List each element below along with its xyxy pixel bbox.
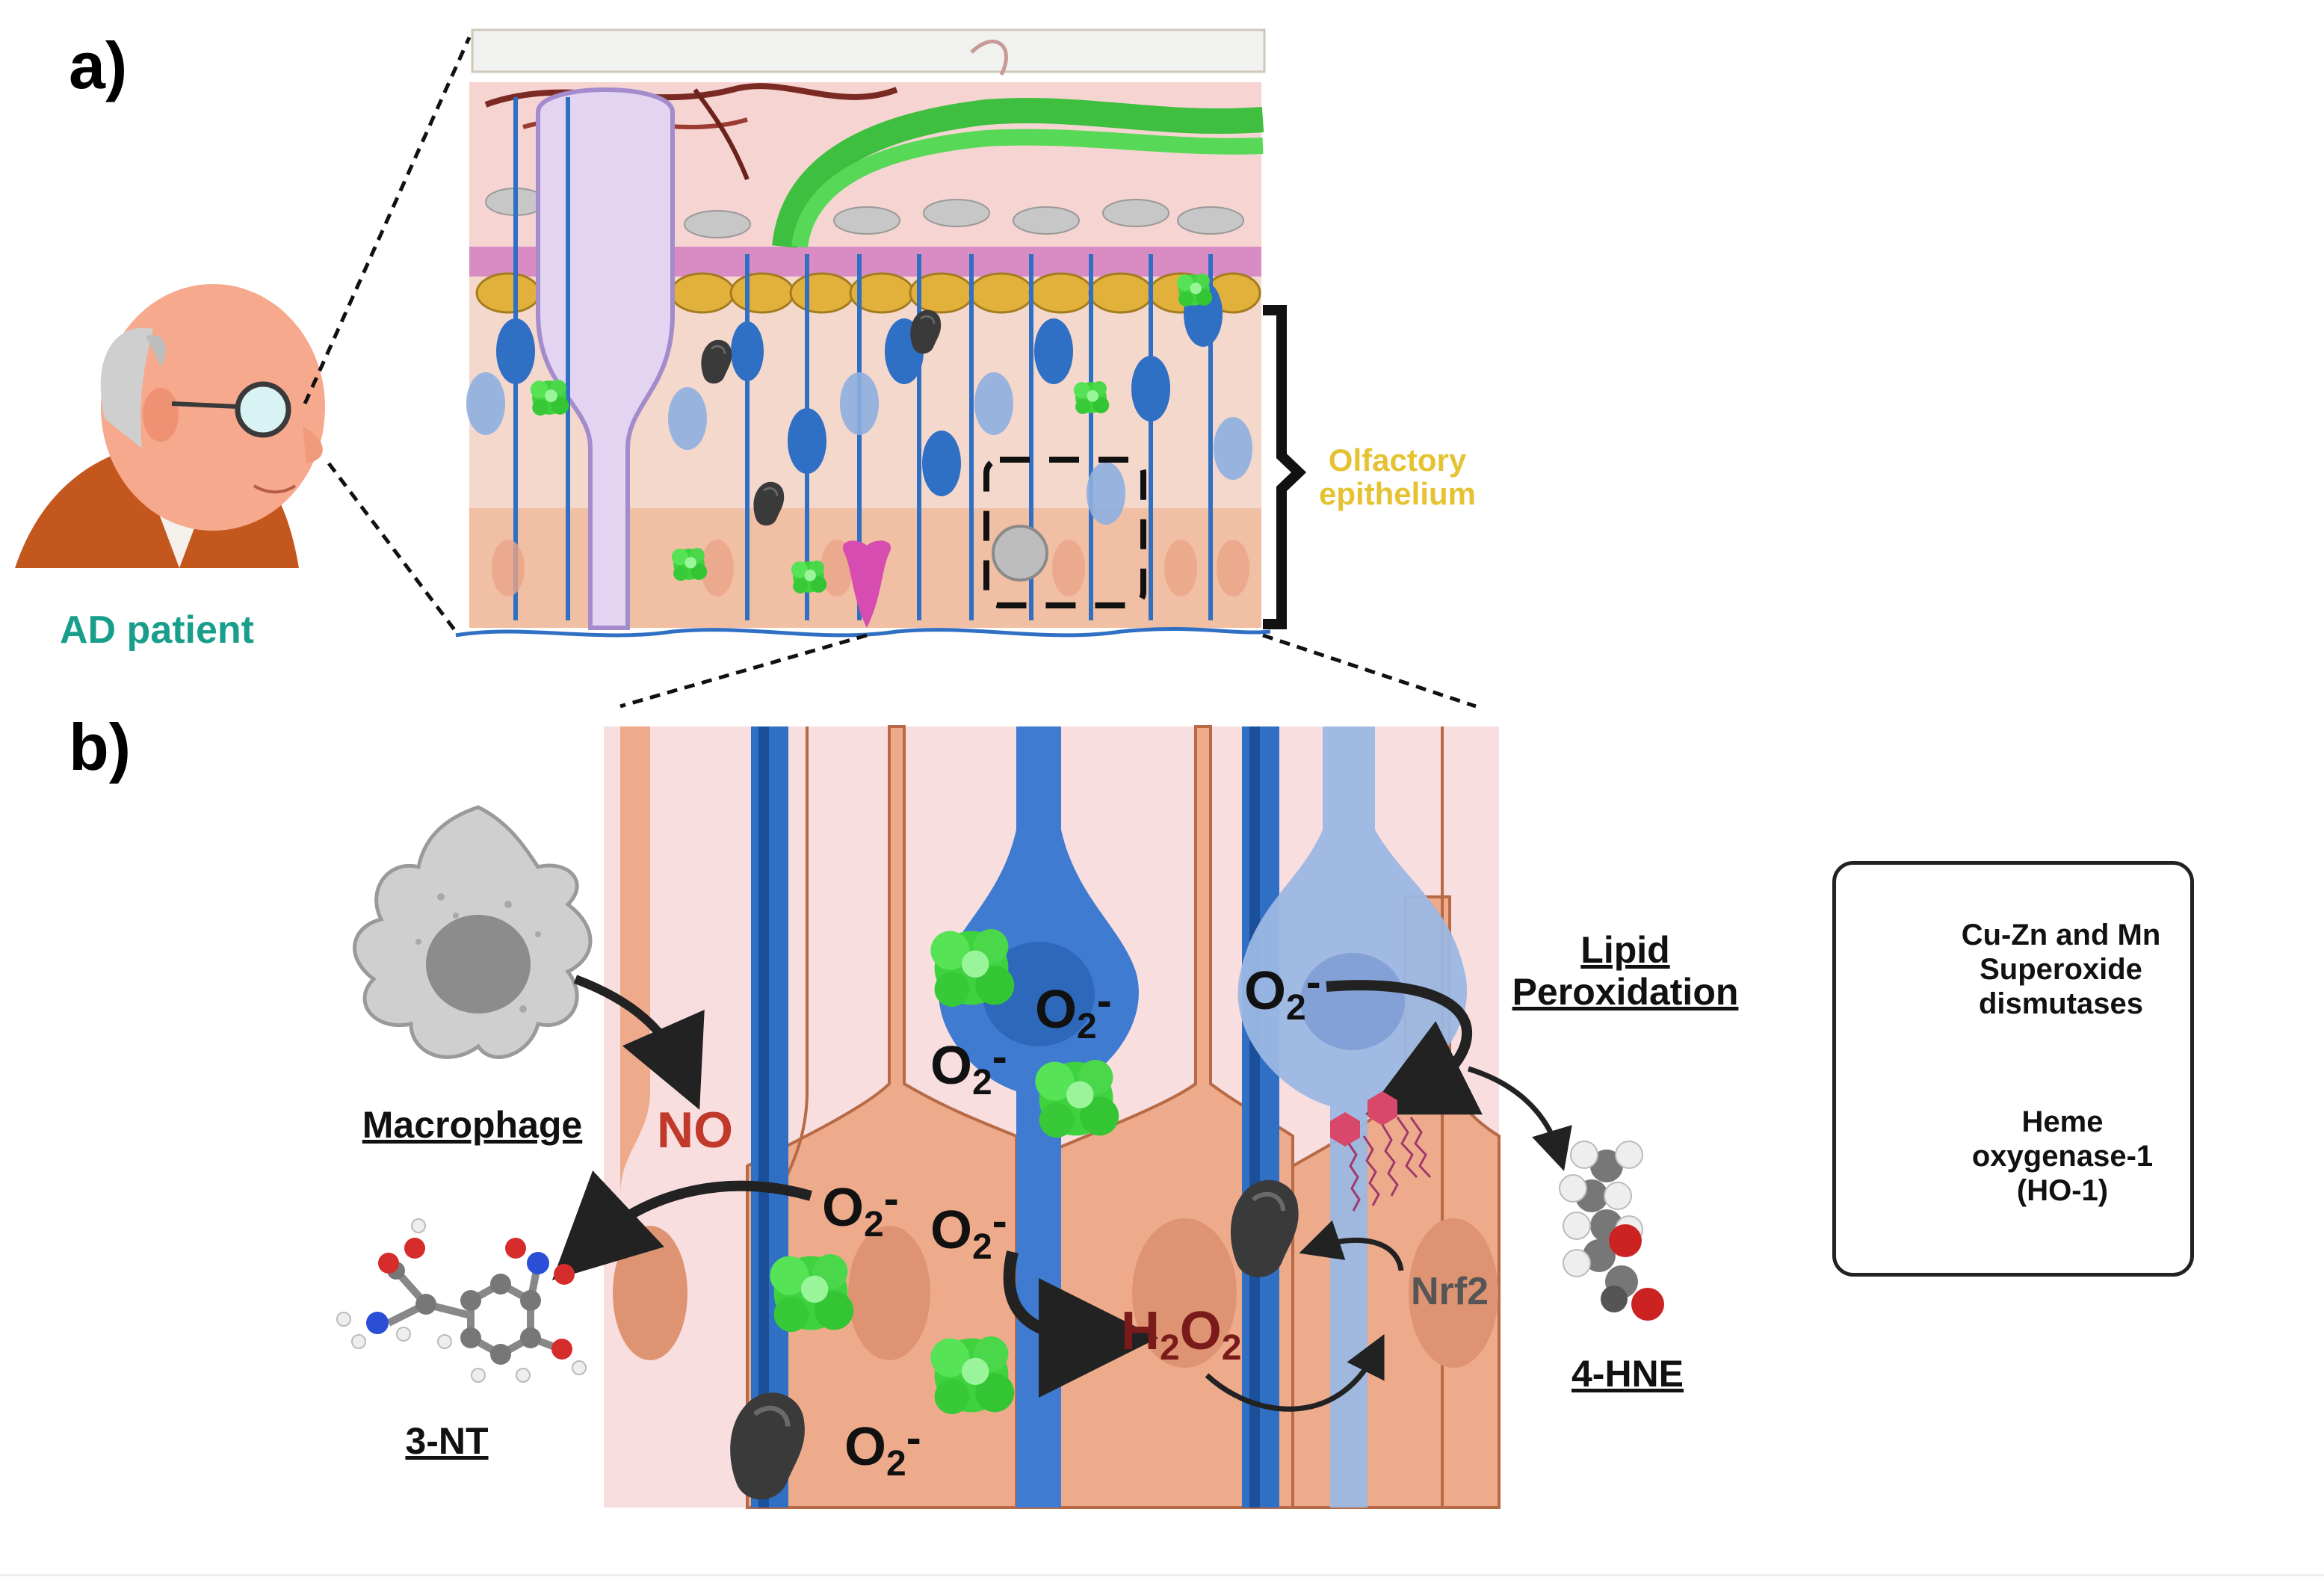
region-label-line1: Olfactory <box>1329 442 1467 478</box>
svg-text:O2-: O2- <box>844 1413 921 1484</box>
legend-sod-line2: Superoxide <box>1980 953 2142 986</box>
superoxide-5: O2- <box>844 1413 921 1484</box>
panel-b-label: b) <box>69 710 131 784</box>
lipid-label-line1: Lipid <box>1580 929 1669 971</box>
sod-enzyme <box>770 1254 854 1332</box>
svg-text:O2-: O2- <box>1035 975 1112 1046</box>
macrophage-label: Macrophage <box>362 1104 583 1146</box>
sod-enzyme <box>930 1336 1015 1414</box>
olfactory-tissue-block <box>455 28 1271 638</box>
h2o2-label: H2O2 <box>1121 1301 1241 1368</box>
svg-text:O2-: O2- <box>1244 957 1321 1028</box>
patient-label: AD patient <box>60 608 254 652</box>
lipid-icon <box>1330 1091 1432 1212</box>
4-hne-label: 4-HNE <box>1572 1353 1684 1395</box>
legend <box>1832 861 2194 1277</box>
legend-ho1-line1: Heme <box>2021 1105 2104 1138</box>
legend-sod-line3: dismutases <box>1978 987 2144 1020</box>
superoxide-4: O2- <box>930 1196 1007 1267</box>
superoxide-1: O2- <box>1035 975 1112 1046</box>
sod-enzyme <box>1035 1060 1119 1138</box>
footer-divider <box>0 1574 2324 1576</box>
legend-ho1-line2: oxygenase-1 <box>1971 1140 2154 1173</box>
legend-sod-text: Cu-Zn and Mn Superoxide dismutases <box>1941 918 2181 1021</box>
legend-ho1-line3: (HO-1) <box>2016 1174 2109 1207</box>
superoxide-6: O2- <box>1244 957 1321 1028</box>
3-nt-label: 3-NT <box>405 1420 488 1462</box>
superoxide-3: O2- <box>822 1173 899 1244</box>
legend-ho1-text: Heme oxygenase-1 (HO-1) <box>1950 1105 2175 1208</box>
epithelium-bracket <box>1263 305 1307 629</box>
lipid-label-line2: Peroxidation <box>1512 971 1739 1013</box>
patient-illustration <box>15 284 325 568</box>
no-label: NO <box>657 1102 733 1158</box>
svg-text:O2-: O2- <box>822 1173 899 1244</box>
panel-a-label: a) <box>69 28 127 102</box>
svg-text:O2-: O2- <box>930 1196 1007 1267</box>
sod-enzyme <box>930 929 1015 1007</box>
3-nt-molecule <box>336 1218 587 1383</box>
legend-sod-line1: Cu-Zn and Mn <box>1961 919 2161 951</box>
nrf2-label: Nrf2 <box>1411 1270 1489 1313</box>
4-hne-molecule <box>1559 1141 1664 1321</box>
svg-text:O2-: O2- <box>930 1031 1007 1102</box>
superoxide-2: O2- <box>930 1031 1007 1102</box>
macrophage-illustration <box>353 805 593 1059</box>
svg-text:H2O2: H2O2 <box>1121 1301 1241 1368</box>
region-label-line2: epithelium <box>1319 476 1476 511</box>
